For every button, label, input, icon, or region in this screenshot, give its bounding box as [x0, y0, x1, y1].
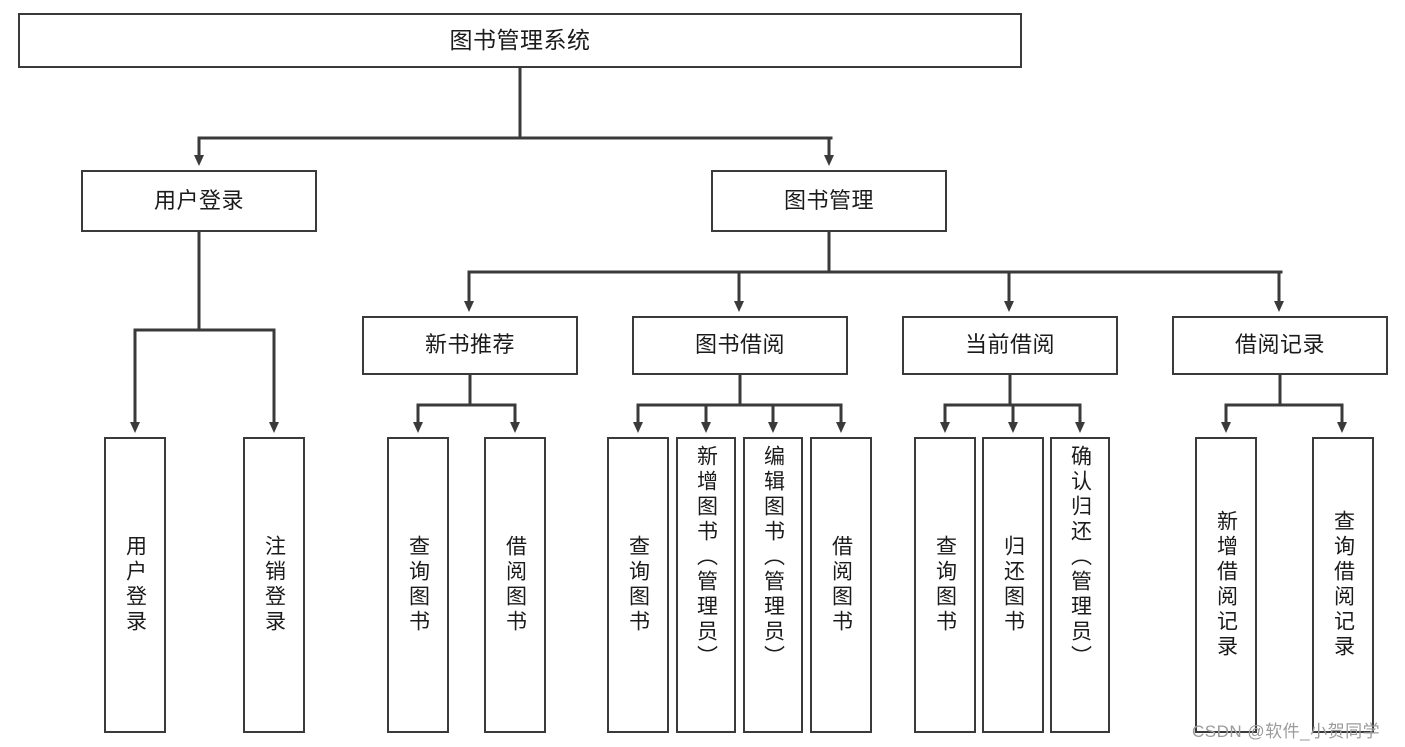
node-user-login-label: 用户登录 [153, 187, 244, 213]
leaf-logout-login[interactable]: 注销登录 [243, 437, 305, 733]
node-current-borrow[interactable]: 当前借阅 [902, 316, 1118, 375]
node-new-book-recommend[interactable]: 新书推荐 [362, 316, 578, 375]
leaf-edit-book-admin-label: 编辑图书（管理员） [761, 445, 785, 670]
leaf-user-login[interactable]: 用户登录 [104, 437, 166, 733]
leaf-query-book-rec[interactable]: 查询图书 [387, 437, 449, 733]
leaf-add-borrow-record[interactable]: 新增借阅记录 [1195, 437, 1257, 733]
node-borrow-record-label: 借阅记录 [1234, 332, 1325, 358]
node-book-manage-label: 图书管理 [783, 187, 874, 213]
node-root[interactable]: 图书管理系统 [18, 13, 1022, 68]
node-borrow-record[interactable]: 借阅记录 [1172, 316, 1388, 375]
node-book-borrow-label: 图书借阅 [694, 332, 785, 358]
leaf-query-book-current[interactable]: 查询图书 [914, 437, 976, 733]
leaf-borrow-book-rec-label: 借阅图书 [503, 535, 527, 635]
leaf-confirm-return-admin-label: 确认归还（管理员） [1068, 445, 1092, 670]
leaf-borrow-book[interactable]: 借阅图书 [810, 437, 872, 733]
leaf-borrow-book-label: 借阅图书 [829, 535, 853, 635]
leaf-query-book-rec-label: 查询图书 [406, 535, 430, 635]
leaf-add-book-admin[interactable]: 新增图书（管理员） [676, 437, 736, 733]
node-user-login[interactable]: 用户登录 [81, 170, 317, 232]
leaf-query-book-borrow-label: 查询图书 [626, 535, 650, 635]
node-root-label: 图书管理系统 [449, 26, 591, 53]
leaf-add-book-admin-label: 新增图书（管理员） [694, 445, 718, 670]
leaf-confirm-return-admin[interactable]: 确认归还（管理员） [1050, 437, 1110, 733]
leaf-query-book-current-label: 查询图书 [933, 535, 957, 635]
csdn-watermark-text: CSDN @软件_小贺同学 [1192, 722, 1381, 741]
leaf-query-borrow-record-label: 查询借阅记录 [1331, 510, 1355, 660]
leaf-add-borrow-record-label: 新增借阅记录 [1214, 510, 1238, 660]
leaf-borrow-book-rec[interactable]: 借阅图书 [484, 437, 546, 733]
csdn-watermark: CSDN @软件_小贺同学 [1192, 717, 1380, 742]
node-book-manage[interactable]: 图书管理 [711, 170, 947, 232]
leaf-return-book[interactable]: 归还图书 [982, 437, 1044, 733]
node-new-book-recommend-label: 新书推荐 [424, 332, 515, 358]
leaf-user-login-label: 用户登录 [123, 535, 147, 635]
leaf-logout-login-label: 注销登录 [262, 535, 286, 635]
leaf-edit-book-admin[interactable]: 编辑图书（管理员） [743, 437, 803, 733]
node-current-borrow-label: 当前借阅 [964, 332, 1055, 358]
leaf-query-borrow-record[interactable]: 查询借阅记录 [1312, 437, 1374, 733]
leaf-query-book-borrow[interactable]: 查询图书 [607, 437, 669, 733]
node-book-borrow[interactable]: 图书借阅 [632, 316, 848, 375]
leaf-return-book-label: 归还图书 [1001, 535, 1025, 635]
